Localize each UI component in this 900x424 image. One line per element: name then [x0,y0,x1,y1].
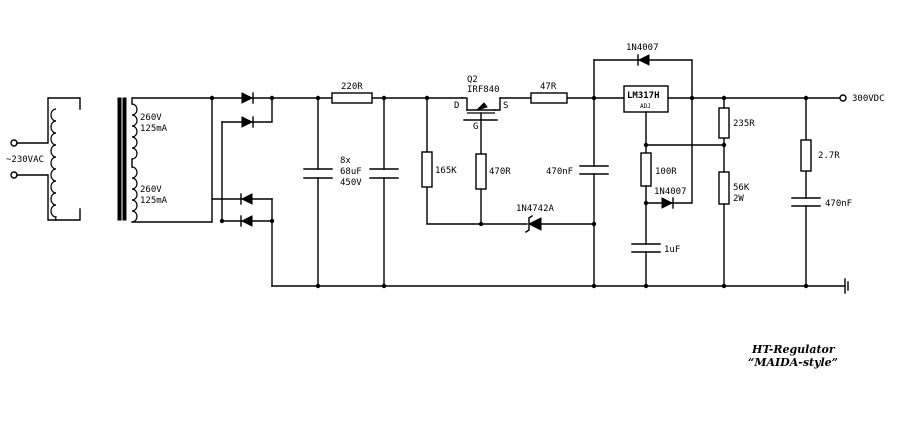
ground-symbol [844,278,849,294]
zener-diode: 1N4742A [516,204,597,233]
protection-diode-adj-label: 1N4007 [654,187,687,197]
gate-bias-resistor-165k: 165K [421,95,528,225]
caption: HT-Regulator “MAIDA-style” [748,343,838,369]
regulator-adj-label: ADJ [640,103,651,110]
input-terminal-top [10,139,18,147]
gate-bias-resistor-label: 165K [435,166,457,176]
secondary-upper-current: 125mA [140,124,168,134]
output-terminal-circle [839,94,847,102]
mosfet-pin-s: S [503,101,508,111]
adj-resistor-label: 100R [655,167,677,177]
output-resistor-label: 2.7R [818,151,840,161]
output-cap-label: 470nF [825,199,852,209]
filter-capacitor-2 [369,95,399,289]
mosfet-q2: Q2 IRF840 D S G [454,75,508,225]
ac-input: ~230VAC [6,97,81,221]
divider-top-label: 235R [733,119,755,129]
mosfet-part: IRF840 [467,85,500,95]
caption-subtitle: “MAIDA-style” [748,356,838,369]
divider-bottom-power: 2W [733,194,744,204]
secondary-upper-voltage: 260V [140,113,162,123]
lm317-regulator: LM317H ADJ [623,85,841,154]
mosfet-ref: Q2 [467,75,478,85]
transformer: 260V 125mA 260V 125mA [50,97,213,223]
pre-regulator-capacitor: 470nF [546,59,609,289]
reservoir-cap-voltage: 450V [340,178,362,188]
series-resistor-220r: 220R [331,82,373,104]
output-terminal: 300VDC [839,94,885,104]
regulator-part-label: LM317H [627,91,660,101]
source-resistor-label: 47R [540,82,557,92]
transformer-core-bar-1 [117,97,122,221]
gate-resistor-label: 470R [489,167,511,177]
source-resistor-47r: 47R [499,82,625,104]
mosfet-pin-g: G [473,122,478,132]
bridge-diode-4 [240,215,253,227]
reservoir-cap-value: 68uF [340,167,362,177]
reservoir-cap-count: 8x [340,156,351,166]
divider-resistors: 235R 56K 2W [718,95,755,289]
protection-diode-top: 1N4007 [593,43,693,99]
caption-title: HT-Regulator [751,343,836,356]
pre-reg-cap-label: 470nF [546,167,573,177]
input-voltage-label: ~230VAC [6,155,44,165]
rectifier-bridge [209,92,275,287]
gate-resistor-470r: 470R [475,153,511,227]
divider-bottom-resistor [718,171,730,205]
secondary-lower-voltage: 260V [140,185,162,195]
input-terminal-bottom [10,171,18,179]
bridge-diode-3 [240,193,253,205]
bridge-diode-1 [241,92,254,104]
series-resistor-label: 220R [341,82,363,92]
adj-cap-label: 1uF [664,245,680,255]
reservoir-capacitor: 8x 68uF 450V [303,95,362,289]
adj-capacitor: 1uF [631,243,680,289]
divider-top-resistor [718,107,730,139]
protection-diode-top-label: 1N4007 [626,43,659,53]
protection-diode-adj: 1N4007 [645,95,695,209]
adj-resistor-100r: 100R [640,142,727,287]
zener-label: 1N4742A [516,204,555,214]
output-voltage-label: 300VDC [852,94,885,104]
transformer-core-bar-2 [122,97,127,221]
output-resistor [800,139,812,172]
output-snubber: 2.7R 470nF [791,95,852,289]
mosfet-pin-d: D [454,101,459,111]
secondary-lower-current: 125mA [140,196,168,206]
bridge-diode-2 [241,116,254,128]
divider-bottom-value: 56K [733,183,750,193]
